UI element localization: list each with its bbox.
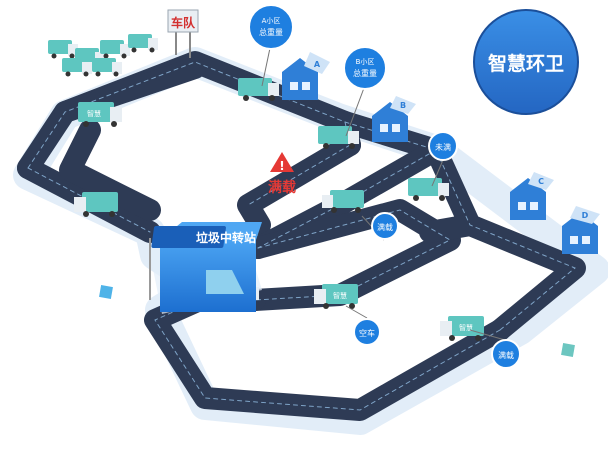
truck-label: 智慧 — [459, 323, 473, 332]
marker-weilan-label: 未满 — [435, 142, 451, 152]
warning-label: 满载 — [268, 179, 296, 196]
marker-manzai-2-label: 满载 — [498, 350, 514, 360]
fleet-sign-label: 车队 — [171, 15, 196, 30]
building-b: B — [372, 96, 416, 142]
building-d: D — [562, 206, 600, 254]
truck: 智慧 — [314, 284, 358, 309]
truck-label: 智慧 — [87, 109, 101, 118]
marker-b — [343, 46, 387, 90]
building-a-sign: A — [314, 60, 321, 69]
marker-a-line2: 总重量 — [259, 27, 283, 37]
marker-manzai-1-label: 满载 — [377, 222, 393, 232]
marker-b-line1: B小区 — [356, 57, 375, 66]
marker-kongche — [353, 318, 381, 346]
svg-text:!: ! — [279, 159, 284, 173]
marker-manzai-1 — [371, 212, 399, 240]
building-c: C — [510, 172, 554, 220]
markers: A小区 总重量 B小区 总重量 未满 满载 空车 满载 — [248, 4, 521, 369]
building-b-sign: B — [400, 101, 406, 110]
marker-b-line2: 总重量 — [353, 68, 377, 78]
marker-a-line1: A小区 — [262, 16, 281, 25]
overload-warning: ! 满载 — [268, 152, 296, 196]
marker-weilan — [428, 131, 458, 161]
diagram-title: 智慧环卫 — [488, 52, 564, 75]
truck-label: 智慧 — [333, 291, 347, 300]
buildings: A B C D — [282, 52, 600, 254]
building-a: A — [282, 52, 330, 100]
truck: 智慧 — [440, 316, 484, 341]
marker-a — [248, 4, 294, 50]
parked-trucks — [48, 34, 158, 77]
title-badge: 智慧环卫 — [473, 9, 579, 115]
truck — [322, 190, 364, 213]
truck — [74, 192, 118, 217]
marker-manzai-2 — [491, 339, 521, 369]
transfer-station: 垃圾中转站 — [148, 222, 262, 314]
truck — [318, 126, 359, 149]
marker-kongche-label: 空车 — [359, 328, 375, 338]
building-c-sign: C — [538, 177, 544, 186]
station-label: 垃圾中转站 — [196, 230, 256, 245]
building-d-sign: D — [582, 211, 589, 220]
decor-cubes — [99, 285, 575, 357]
truck: 智慧 — [78, 102, 122, 127]
truck — [238, 78, 279, 101]
fleet-sign: 车队 — [167, 9, 199, 58]
